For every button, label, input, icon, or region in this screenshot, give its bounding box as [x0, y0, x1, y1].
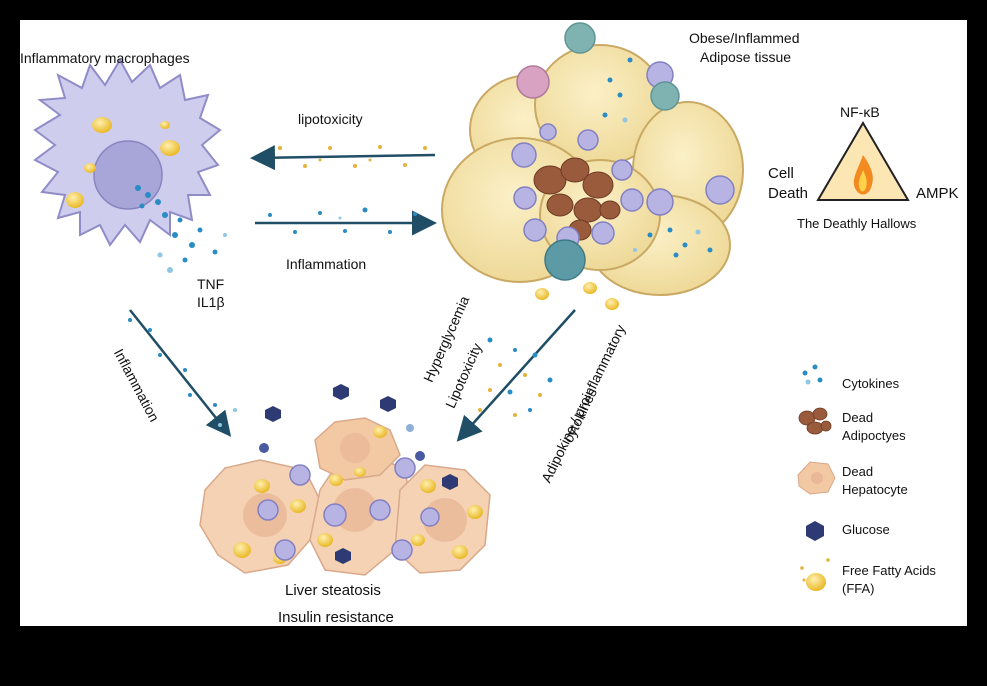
lipotoxicity-label: lipotoxicity	[298, 111, 363, 127]
macrophages-label: Inflammatory macrophages	[20, 50, 190, 66]
legend-dead-hepatocyte-line1: Dead	[842, 464, 874, 479]
liver-steatosis-label: Liver steatosis	[285, 582, 381, 599]
cytokines-icon	[802, 364, 823, 385]
legend-dead-adipocytes-line2: Adipoctyes	[842, 428, 906, 443]
legend-dead-hepatocyte-line2: Hepatocyte	[842, 482, 908, 497]
legend-cytokines-label: Cytokines	[842, 376, 900, 391]
arrow-inflammation	[255, 207, 437, 236]
tnf-label: TNF	[197, 276, 225, 292]
macrophage-cell	[33, 57, 222, 247]
inflammation-center-label: Inflammation	[286, 256, 367, 272]
diagram-canvas	[33, 22, 910, 591]
arrow-lipotoxicity	[250, 145, 436, 171]
dead-hepatocyte-icon	[797, 461, 836, 495]
triangle-left-line2: Death	[768, 185, 809, 202]
triangle-caption: The Deathly Hallows	[797, 216, 917, 231]
triangle-left-line1: Cell	[768, 165, 794, 182]
arrow-hyperglycemia	[456, 309, 576, 442]
legend-ffa-line1: Free Fatty Acids	[842, 563, 936, 578]
adipose-label-line1: Obese/Inflammed	[689, 30, 800, 46]
figure-panel: Inflammatory macrophages Obese/Inflammed…	[20, 20, 967, 626]
insulin-resistance-label: Insulin resistance	[278, 609, 394, 626]
adipose-tissue	[441, 22, 744, 310]
legend-ffa-line2: (FFA)	[842, 581, 875, 596]
deathly-hallows-triangle	[816, 121, 910, 201]
liver-cells	[199, 384, 491, 576]
dead-adipocytes-icon	[798, 407, 832, 435]
legend-glucose-label: Glucose	[842, 522, 890, 537]
glucose-hexagons	[259, 384, 458, 564]
il1b-label: IL1β	[197, 294, 225, 310]
glucose-icon	[806, 521, 824, 541]
ffa-icon	[800, 558, 830, 591]
arrow-inflammation-diagonal	[128, 309, 237, 437]
adipose-label-line2: Adipose tissue	[700, 49, 792, 65]
triangle-top-label: NF-κB	[840, 104, 880, 120]
triangle-right-label: AMPK	[916, 185, 959, 202]
cytokine-dots-macrophage	[135, 185, 227, 273]
legend-dead-adipocytes-line1: Dead	[842, 410, 874, 425]
